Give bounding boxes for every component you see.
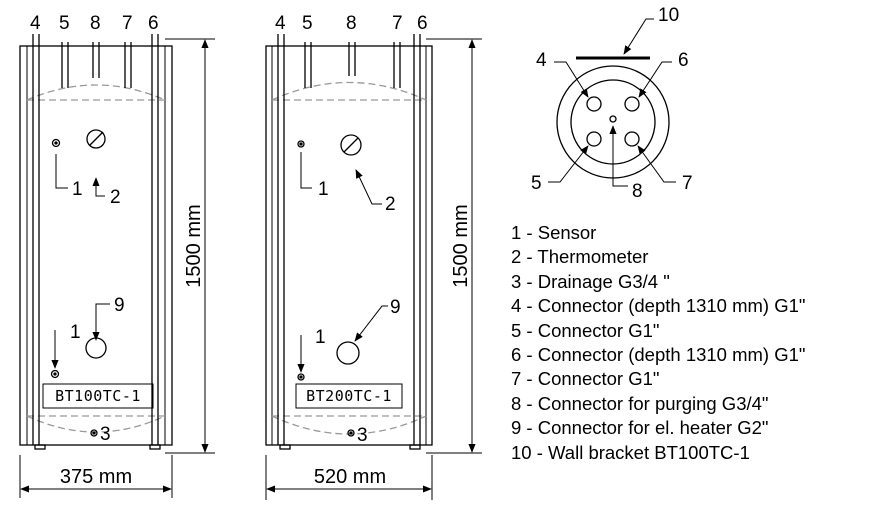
callout-sensor-lower: 1 bbox=[70, 322, 81, 343]
height-label: 1500 mm bbox=[183, 204, 205, 287]
top-label-7: 7 bbox=[122, 13, 133, 34]
drain-icon bbox=[90, 429, 98, 437]
width-label: 375 mm bbox=[60, 466, 132, 488]
port-7-icon bbox=[624, 131, 640, 147]
callout-drain: 3 bbox=[357, 425, 368, 446]
callout-thermometer: 2 bbox=[110, 187, 121, 208]
legend-item: 4 - Connector (depth 1310 mm) G1" bbox=[511, 295, 806, 317]
port-6-icon bbox=[624, 96, 640, 112]
top-view bbox=[548, 18, 676, 187]
tank-small-bottom-dome bbox=[26, 415, 166, 433]
legend-item: 6 - Connector (depth 1310 mm) G1" bbox=[511, 343, 806, 365]
legend-item: 8 - Connector for purging G3/4" bbox=[511, 392, 769, 414]
top-label-4: 4 bbox=[30, 13, 41, 34]
legend-item: 1 - Sensor bbox=[511, 222, 597, 243]
label-4: 4 bbox=[536, 50, 547, 71]
port-4-icon bbox=[586, 96, 602, 112]
top-label-7: 7 bbox=[392, 13, 403, 34]
model-label: BT100TC-1 bbox=[55, 387, 141, 405]
legend-item: 5 - Connector G1" bbox=[511, 319, 660, 341]
callout-sensor-upper: 1 bbox=[318, 179, 329, 200]
tank-large-body bbox=[265, 45, 433, 446]
legend-item: 2 - Thermometer bbox=[511, 246, 649, 268]
height-label: 1500 mm bbox=[450, 204, 472, 287]
tank-small-body bbox=[19, 45, 173, 446]
callout-thermometer: 2 bbox=[385, 194, 396, 215]
tank-large-pipes bbox=[277, 34, 421, 445]
tank-small-top-dome bbox=[26, 84, 166, 101]
tank-small-pipes bbox=[32, 34, 159, 445]
callout-sensor-upper: 1 bbox=[72, 179, 83, 200]
label-8: 8 bbox=[632, 181, 643, 202]
top-label-8: 8 bbox=[90, 13, 101, 34]
top-label-4: 4 bbox=[275, 13, 286, 34]
thermometer-icon bbox=[86, 129, 106, 149]
top-label-6: 6 bbox=[148, 13, 159, 34]
model-label: BT200TC-1 bbox=[306, 387, 392, 405]
top-label-5: 5 bbox=[59, 13, 70, 34]
legend: 1 - Sensor 2 - Thermometer 3 - Drainage … bbox=[511, 221, 805, 465]
tank-large bbox=[265, 34, 433, 450]
sensor-upper-icon bbox=[51, 138, 61, 148]
legend-item: 10 - Wall bracket BT100TC-1 bbox=[511, 441, 750, 463]
callout-heater: 9 bbox=[390, 297, 401, 318]
callout-heater: 9 bbox=[114, 295, 125, 316]
legend-item: 7 - Connector G1" bbox=[511, 368, 660, 390]
label-10: 10 bbox=[658, 5, 679, 26]
tank-small bbox=[19, 34, 173, 450]
tank-large-labels: 4 5 8 7 6 1 2 9 1 BT200TC-1 3 520 mm 150… bbox=[275, 13, 472, 488]
label-5: 5 bbox=[531, 173, 542, 194]
label-7: 7 bbox=[682, 173, 693, 194]
port-5-icon bbox=[586, 131, 602, 147]
top-label-5: 5 bbox=[302, 13, 313, 34]
callout-sensor-lower: 1 bbox=[315, 327, 326, 348]
heater-connector-icon bbox=[85, 337, 107, 359]
port-8-icon bbox=[609, 115, 617, 123]
label-6: 6 bbox=[678, 50, 689, 71]
legend-item: 3 - Drainage G3/4 " bbox=[511, 270, 670, 292]
tank-large-dimensions bbox=[265, 38, 482, 500]
top-label-8: 8 bbox=[346, 13, 357, 34]
top-label-6: 6 bbox=[417, 13, 428, 34]
width-label: 520 mm bbox=[314, 466, 386, 488]
model-plate bbox=[42, 383, 154, 409]
tank-small-dimensions bbox=[19, 38, 215, 498]
callout-drain: 3 bbox=[100, 424, 111, 445]
tank-small-labels: 4 5 8 7 6 1 2 9 1 BT100TC-1 3 375 mm 150… bbox=[30, 13, 205, 488]
top-view-labels: 10 4 6 5 8 7 bbox=[531, 5, 693, 202]
sensor-lower-icon bbox=[50, 369, 60, 379]
legend-item: 9 - Connector for el. heater G2" bbox=[511, 417, 769, 439]
